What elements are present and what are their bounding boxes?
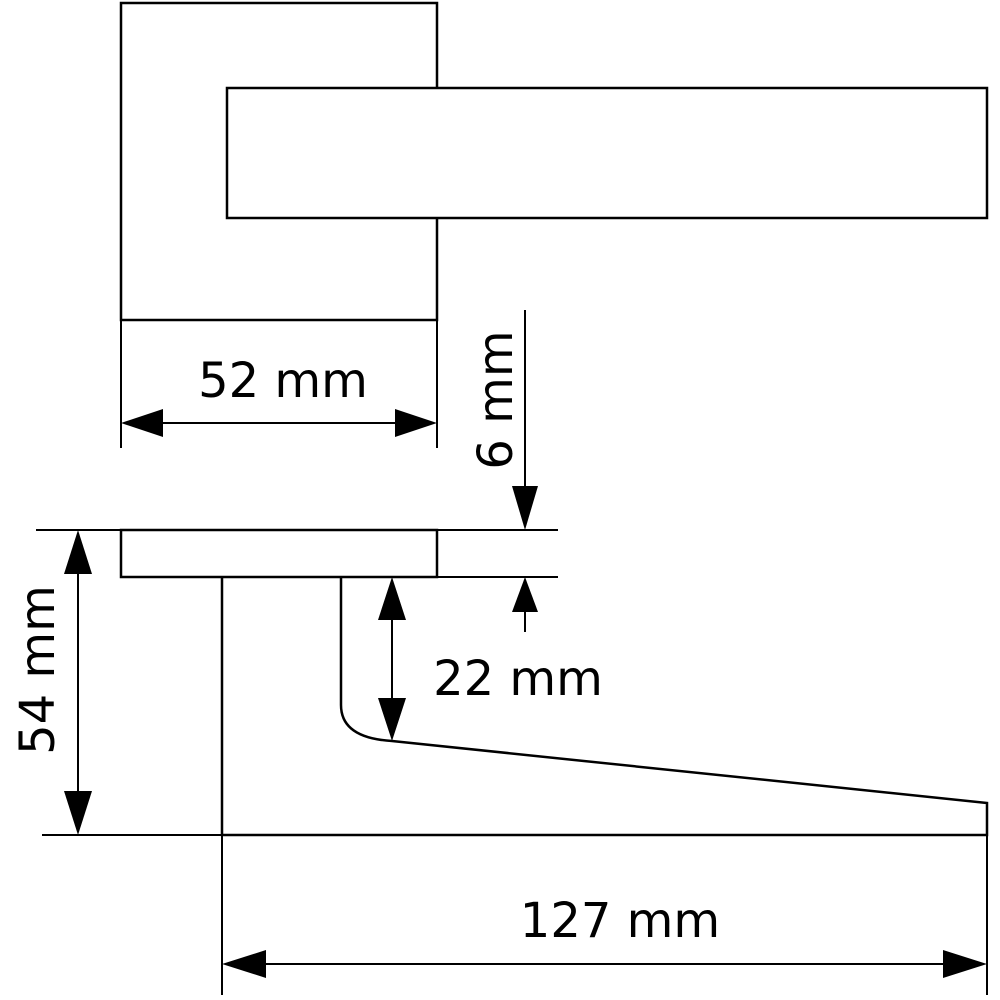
arrow-down-icon	[64, 791, 92, 835]
dimension-label-6mm: 6 mm	[468, 330, 524, 469]
lever-profile-side	[220, 577, 989, 837]
arrow-left-icon	[121, 409, 163, 437]
arrow-right-icon	[395, 409, 437, 437]
dimension-label-54mm: 54 mm	[10, 585, 66, 755]
dimension-label-22mm: 22 mm	[433, 651, 603, 707]
dimension-127mm: 127 mm	[222, 893, 987, 978]
front-view	[119, 1, 989, 448]
arrow-left-icon	[222, 950, 266, 978]
dimension-22mm: 22 mm	[378, 577, 603, 741]
dimension-52mm: 52 mm	[121, 353, 437, 437]
dimension-6mm: 6 mm	[468, 310, 538, 632]
lever-arm-front	[225, 86, 989, 220]
side-view	[36, 528, 989, 995]
rose-plate-front	[119, 1, 439, 322]
arrow-up-icon	[378, 577, 406, 620]
arrow-right-icon	[943, 950, 987, 978]
arrow-up-icon	[512, 577, 538, 612]
dimension-label-52mm: 52 mm	[198, 353, 368, 409]
arrow-down-icon	[512, 486, 538, 530]
dimension-54mm: 54 mm	[10, 530, 92, 835]
arrow-down-icon	[378, 698, 406, 741]
dimension-label-127mm: 127 mm	[520, 893, 720, 949]
arrow-up-icon	[64, 530, 92, 574]
rose-plate-side	[119, 528, 439, 579]
